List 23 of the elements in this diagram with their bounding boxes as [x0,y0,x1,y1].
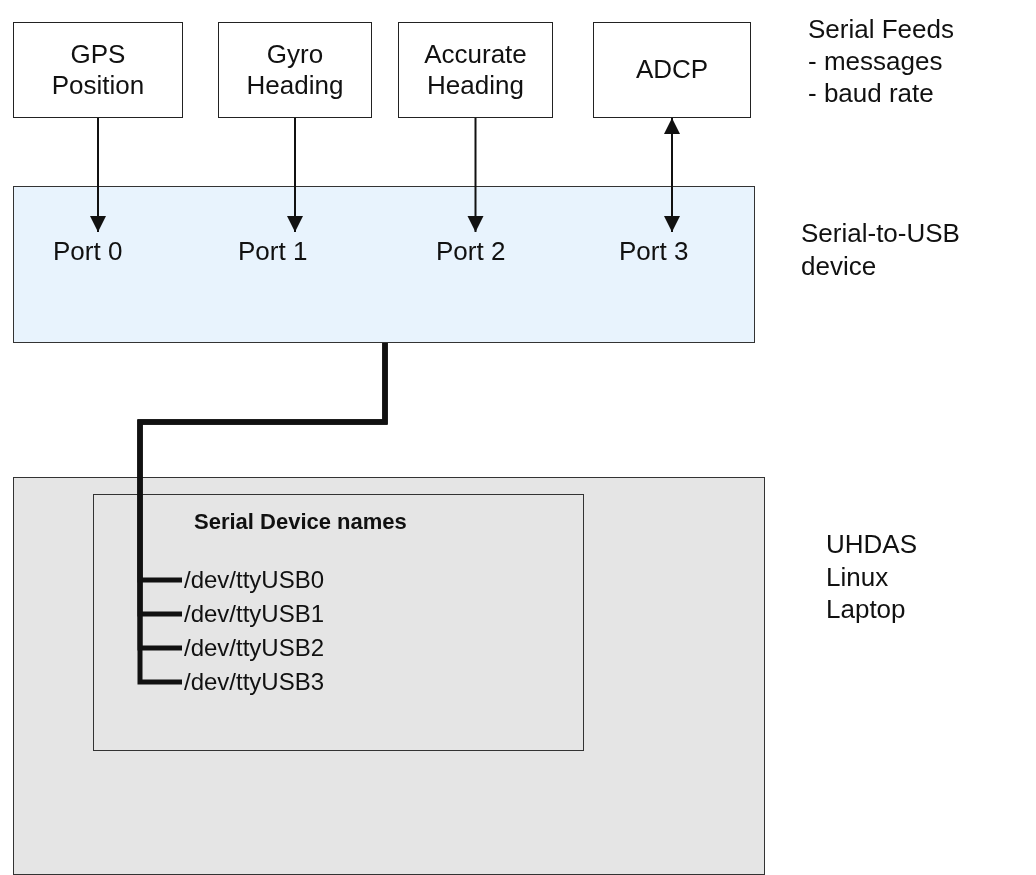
feed-box: Gyro Heading [218,22,372,118]
feed-box: ADCP [593,22,751,118]
port-label: Port 2 [434,232,508,271]
names-box [93,494,584,751]
side-label: Serial-to-USB device [801,217,961,282]
port-label: Port 0 [51,232,125,271]
list-heading: Serial Device names [194,509,407,535]
feed-box: Accurate Heading [398,22,553,118]
side-label: UHDAS Linux Laptop [826,528,918,626]
arrow [664,117,680,233]
device-name: /dev/ttyUSB3 [182,668,327,696]
arrow [90,117,106,233]
port-label: Port 3 [617,232,691,271]
device-name: /dev/ttyUSB1 [182,600,327,628]
note-text: - baud rate [808,78,934,109]
arrow [467,117,484,233]
device-name: /dev/ttyUSB2 [182,634,327,662]
note-text: - messages [808,46,943,77]
note-text: Serial Feeds [808,14,954,45]
port-label: Port 1 [236,232,310,271]
feed-box: GPS Position [13,22,183,118]
device-name: /dev/ttyUSB0 [182,566,327,594]
arrow [287,117,303,233]
